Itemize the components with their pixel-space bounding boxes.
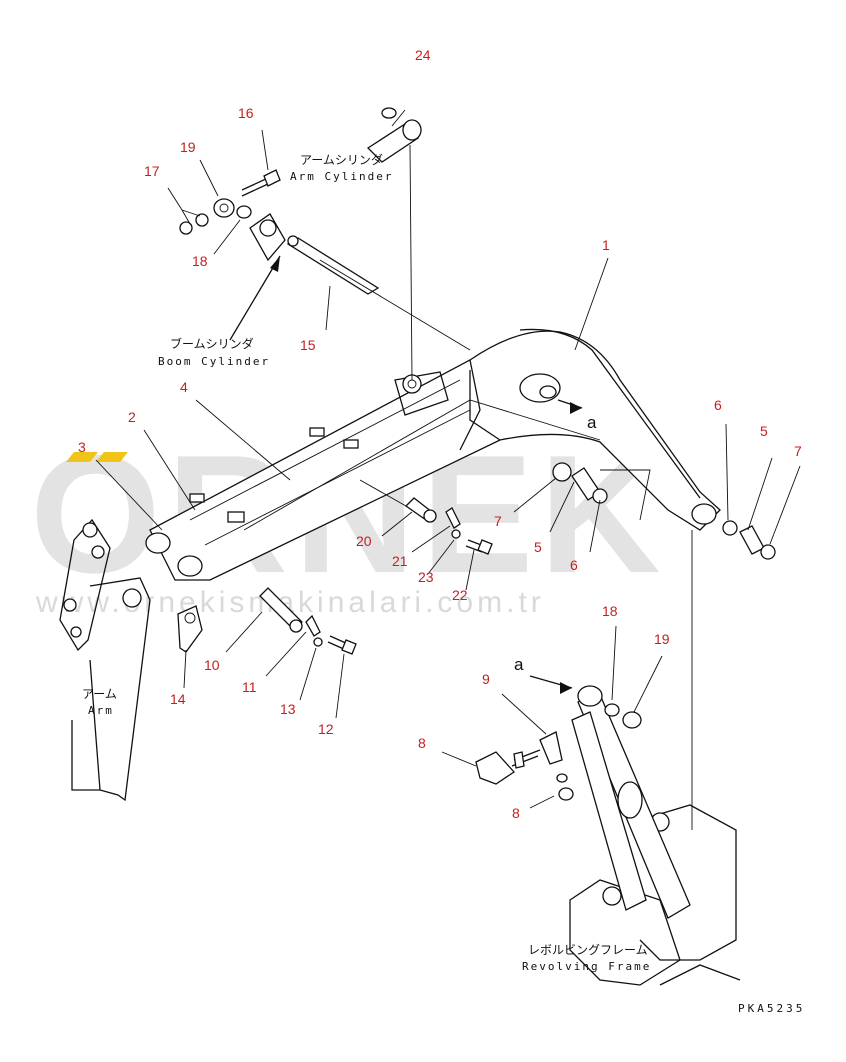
arm-cylinder-label-en: Arm Cylinder bbox=[290, 170, 393, 183]
callouts: 24 16 19 17 18 15 1 4 2 3 6 5 7 7 5 6 20… bbox=[78, 47, 802, 821]
part-22-bolt bbox=[465, 539, 493, 555]
callout-8-left: 8 bbox=[418, 735, 426, 751]
boom-cylinder-label-jp: ブームシリンダ bbox=[170, 336, 254, 351]
callout-3: 3 bbox=[78, 439, 86, 455]
callout-7-left: 7 bbox=[494, 513, 502, 529]
view-mark-lower: a bbox=[514, 655, 524, 674]
part-18-19-lower bbox=[604, 703, 642, 729]
part-16-bolt bbox=[241, 169, 281, 197]
callout-18-lower: 18 bbox=[602, 603, 618, 619]
part-19-washer bbox=[213, 198, 235, 218]
part-17-nut bbox=[179, 213, 209, 235]
callout-12: 12 bbox=[318, 721, 334, 737]
part-5-bushing-left bbox=[552, 462, 608, 504]
part-5-bushing-right bbox=[722, 520, 776, 560]
callout-4: 4 bbox=[180, 379, 188, 395]
part-13-washer bbox=[313, 637, 323, 647]
callout-5-right: 5 bbox=[760, 423, 768, 439]
callout-15: 15 bbox=[300, 337, 316, 353]
callout-21: 21 bbox=[392, 553, 408, 569]
revolving-frame-label-jp: レボルビングフレーム bbox=[528, 943, 648, 957]
arm bbox=[59, 518, 151, 802]
boom-cylinder bbox=[571, 685, 691, 919]
part-11-plate bbox=[305, 614, 321, 637]
revolving-frame-label-en: Revolving Frame bbox=[522, 960, 651, 973]
callout-8-lower: 8 bbox=[512, 805, 520, 821]
callout-6-right: 6 bbox=[714, 397, 722, 413]
arm-cylinder-end bbox=[366, 107, 422, 163]
part-18-ring bbox=[236, 205, 252, 219]
part-14-link bbox=[177, 605, 203, 653]
callout-18: 18 bbox=[192, 253, 208, 269]
callout-23: 23 bbox=[418, 569, 434, 585]
callout-19-lower: 19 bbox=[654, 631, 670, 647]
drawing-code: PKA5235 bbox=[738, 1002, 805, 1015]
boom-cylinder-label-en: Boom Cylinder bbox=[158, 355, 270, 368]
callout-6-left: 6 bbox=[570, 557, 578, 573]
view-mark-upper: a bbox=[587, 413, 597, 432]
part-8-stopper bbox=[475, 751, 574, 801]
callout-14: 14 bbox=[170, 691, 186, 707]
part-21-plate bbox=[445, 507, 461, 529]
callout-20: 20 bbox=[356, 533, 372, 549]
callout-5-left: 5 bbox=[534, 539, 542, 555]
watermark-accent-icon bbox=[66, 452, 128, 462]
leader-lines bbox=[95, 109, 801, 830]
callout-13: 13 bbox=[280, 701, 296, 717]
callout-2: 2 bbox=[128, 409, 136, 425]
callout-19: 19 bbox=[180, 139, 196, 155]
part-23-washer bbox=[451, 529, 461, 539]
callout-22: 22 bbox=[452, 587, 468, 603]
callout-17: 17 bbox=[144, 163, 160, 179]
callout-7-right: 7 bbox=[794, 443, 802, 459]
callout-1: 1 bbox=[602, 237, 610, 253]
arm-cylinder-label-jp: アームシリンダ bbox=[300, 152, 383, 167]
callout-24: 24 bbox=[415, 47, 431, 63]
arm-label-en: Arm bbox=[88, 704, 114, 717]
boom-cylinder-rod-end bbox=[249, 213, 286, 262]
part-10-pin bbox=[259, 587, 303, 633]
callout-16: 16 bbox=[238, 105, 254, 121]
part-20-pin bbox=[404, 497, 437, 523]
callout-10: 10 bbox=[204, 657, 220, 673]
callout-11: 11 bbox=[242, 679, 257, 695]
callout-9: 9 bbox=[482, 671, 490, 687]
part-9-bracket bbox=[511, 731, 563, 769]
boom-body bbox=[145, 328, 721, 581]
arrows bbox=[229, 255, 583, 694]
part-12-bolt bbox=[327, 635, 357, 655]
arm-label-jp: アーム bbox=[82, 687, 117, 701]
part-15-pin bbox=[286, 235, 380, 295]
